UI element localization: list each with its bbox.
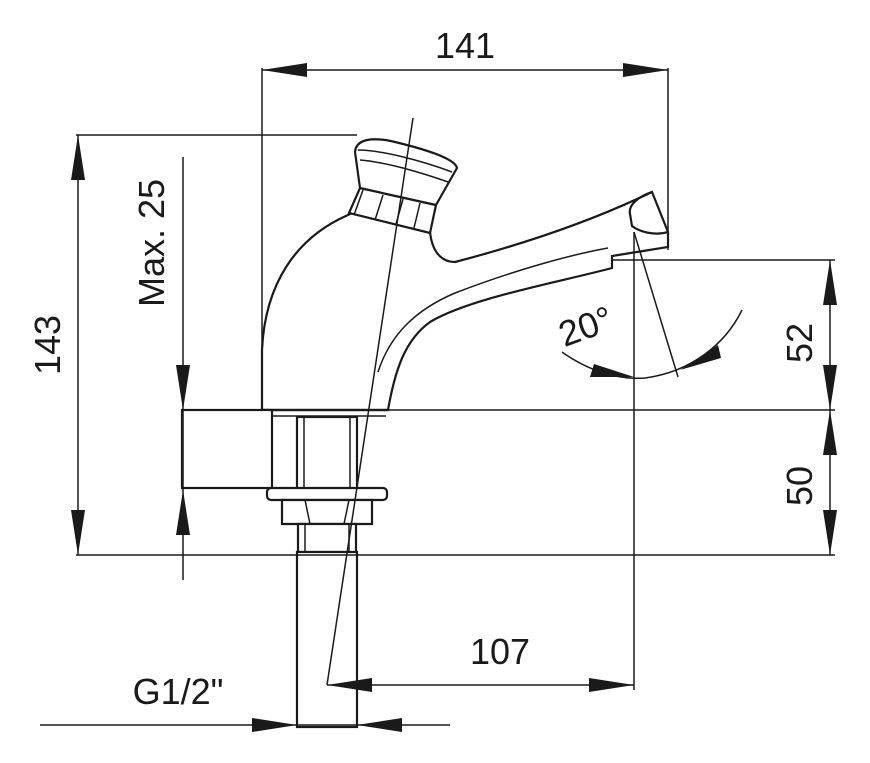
- button-rib-2: [374, 194, 384, 221]
- label-max25: Max. 25: [131, 179, 172, 307]
- label-52: 52: [779, 323, 820, 363]
- arrow-max25-down: [176, 365, 190, 410]
- arrow-max25-up: [176, 490, 190, 535]
- body-axis-line: [326, 117, 414, 686]
- spout-tip: [628, 190, 669, 235]
- arrow-angle-right: [680, 345, 721, 370]
- push-button: [347, 138, 459, 235]
- arrow-50-bottom: [823, 510, 837, 555]
- button-top-line-2: [359, 159, 449, 183]
- arrow-107-right: [589, 678, 634, 692]
- arrow-143-bottom: [71, 510, 85, 555]
- supply-pipe: [295, 550, 359, 729]
- dimension-lines: [40, 63, 837, 732]
- counter-block: [180, 408, 274, 490]
- arrow-141-left: [262, 63, 307, 77]
- arrow-141-right: [623, 63, 668, 77]
- label-50: 50: [779, 466, 820, 506]
- button-rib-1: [353, 189, 364, 216]
- button-head: [353, 138, 459, 207]
- arrow-g12-left: [252, 718, 297, 732]
- angle-ray: [633, 231, 679, 378]
- arrow-143-top: [71, 135, 85, 180]
- body-inner-line: [377, 247, 609, 373]
- button-rib-4: [413, 202, 421, 229]
- label-141: 141: [435, 25, 495, 66]
- nut-facet-2: [343, 499, 350, 525]
- upper-shank: [295, 415, 359, 491]
- angle-arc: [561, 309, 743, 380]
- arrow-52-top: [823, 260, 837, 305]
- label-107: 107: [470, 631, 530, 672]
- faucet-body: [260, 190, 670, 417]
- label-angle: 20°: [553, 298, 618, 355]
- dimension-labels: 141 143 Max. 25 52 50 107 G1/2" 20°: [27, 25, 820, 712]
- arrow-50-top: [823, 410, 837, 455]
- button-top-line-1: [357, 149, 453, 173]
- arrow-107-left: [327, 678, 372, 692]
- nut-facet-1: [304, 499, 311, 525]
- arrow-52-bottom: [823, 365, 837, 410]
- faucet-body-outline: [260, 190, 670, 412]
- lock-nut: [280, 498, 374, 526]
- label-thread: G1/2": [133, 671, 224, 712]
- arrow-angle-left: [590, 364, 634, 377]
- arrow-g12-right: [357, 718, 402, 732]
- washer: [265, 486, 389, 502]
- label-143: 143: [27, 315, 68, 375]
